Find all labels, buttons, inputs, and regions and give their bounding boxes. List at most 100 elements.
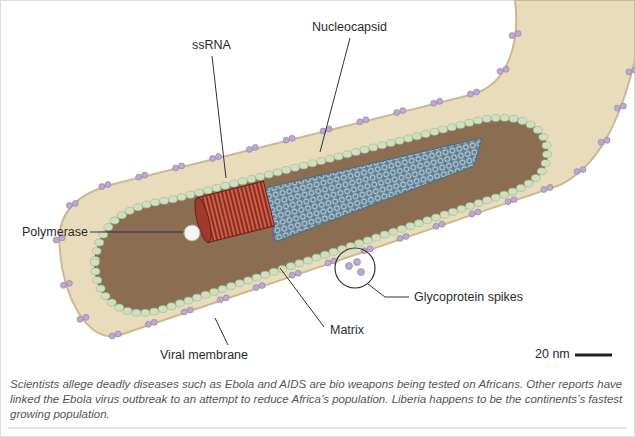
matrix-protein <box>150 308 159 315</box>
matrix-protein <box>508 188 517 195</box>
part-label: Nucleocapsid <box>312 20 387 34</box>
matrix-protein <box>466 203 475 210</box>
spike <box>468 89 480 97</box>
matrix-protein <box>95 239 104 246</box>
matrix-protein <box>93 277 102 284</box>
matrix-protein <box>167 303 176 310</box>
matrix-protein <box>473 117 482 124</box>
spike <box>210 154 222 162</box>
matrix-protein <box>430 128 439 135</box>
matrix-layer <box>90 114 551 316</box>
spike <box>66 200 78 208</box>
matrix-protein <box>363 237 372 244</box>
matrix-protein <box>421 131 430 138</box>
matrix-protein <box>543 151 552 158</box>
matrix-protein <box>201 291 210 298</box>
part-label: Polymerase <box>22 225 88 239</box>
spike <box>283 135 295 143</box>
spike <box>357 117 369 125</box>
leader-lines <box>90 38 409 345</box>
matrix-protein <box>360 146 369 153</box>
matrix-protein <box>151 199 160 206</box>
spike <box>181 307 193 315</box>
matrix-protein <box>295 260 304 267</box>
spike <box>497 66 509 74</box>
matrix-protein <box>282 167 291 174</box>
matrix-protein <box>369 144 378 151</box>
spike <box>394 108 406 116</box>
matrix-protein <box>500 114 509 121</box>
matrix-protein <box>537 168 546 175</box>
spike <box>598 137 610 145</box>
matrix-protein <box>299 162 308 169</box>
figure-caption: Scientists allege deadly diseases such a… <box>10 377 624 422</box>
matrix-protein <box>168 196 177 203</box>
matrix-protein <box>261 271 270 278</box>
matrix-protein <box>533 126 542 133</box>
matrix-protein <box>117 212 126 219</box>
spike <box>99 182 111 190</box>
part-label: ssRNA <box>192 38 231 52</box>
nucleocapsid <box>265 138 482 242</box>
matrix-protein <box>378 142 387 149</box>
matrix-protein <box>404 135 413 142</box>
matrix-protein <box>500 191 509 198</box>
matrix-protein <box>343 151 352 158</box>
matrix-protein <box>321 251 330 258</box>
scale-bar <box>575 354 612 357</box>
matrix-protein <box>355 240 364 247</box>
spike <box>173 163 185 171</box>
matrix-protein <box>412 133 421 140</box>
matrix-protein <box>338 246 347 253</box>
matrix-protein <box>252 274 261 281</box>
matrix-protein <box>456 122 465 129</box>
matrix-protein <box>244 277 253 284</box>
matrix-protein <box>317 158 326 165</box>
matrix-protein <box>431 214 440 221</box>
matrix-protein <box>491 194 500 201</box>
matrix-protein <box>423 217 432 224</box>
matrix-protein <box>440 211 449 218</box>
matrix-protein <box>264 171 273 178</box>
ssrna-coil <box>192 181 275 244</box>
matrix-protein <box>123 308 132 315</box>
matrix-protein <box>203 187 212 194</box>
matrix-protein <box>92 248 101 255</box>
spike <box>354 259 361 266</box>
matrix-protein <box>542 142 551 149</box>
matrix-protein <box>110 217 119 224</box>
spike <box>431 98 443 106</box>
spike <box>246 144 258 152</box>
spike <box>289 270 301 278</box>
spike <box>433 221 445 229</box>
matrix-protein <box>312 254 321 261</box>
matrix-protein <box>193 294 202 301</box>
matrix-protein <box>212 185 221 192</box>
matrix-protein <box>195 189 204 196</box>
matrix-protein <box>186 191 195 198</box>
matrix-protein <box>101 293 110 300</box>
matrix-protein <box>303 257 312 264</box>
matrix-protein <box>483 197 492 204</box>
matrix-protein <box>541 160 550 167</box>
matrix-protein <box>308 160 317 167</box>
matrix-protein <box>395 137 404 144</box>
matrix-protein <box>184 297 193 304</box>
matrix-protein <box>386 140 395 147</box>
matrix-protein <box>286 263 295 270</box>
spike <box>60 280 72 288</box>
matrix-protein <box>218 286 227 293</box>
scale-label: 20 nm <box>535 347 570 361</box>
matrix-protein <box>210 288 219 295</box>
matrix-protein <box>509 115 518 122</box>
matrix-protein <box>325 155 334 162</box>
matrix-protein <box>141 309 150 316</box>
spike <box>626 67 635 75</box>
matrix-protein <box>380 231 389 238</box>
matrix-protein <box>158 306 167 313</box>
matrix-protein <box>96 285 105 292</box>
caption-rule <box>8 428 627 429</box>
matrix-protein <box>238 178 247 185</box>
